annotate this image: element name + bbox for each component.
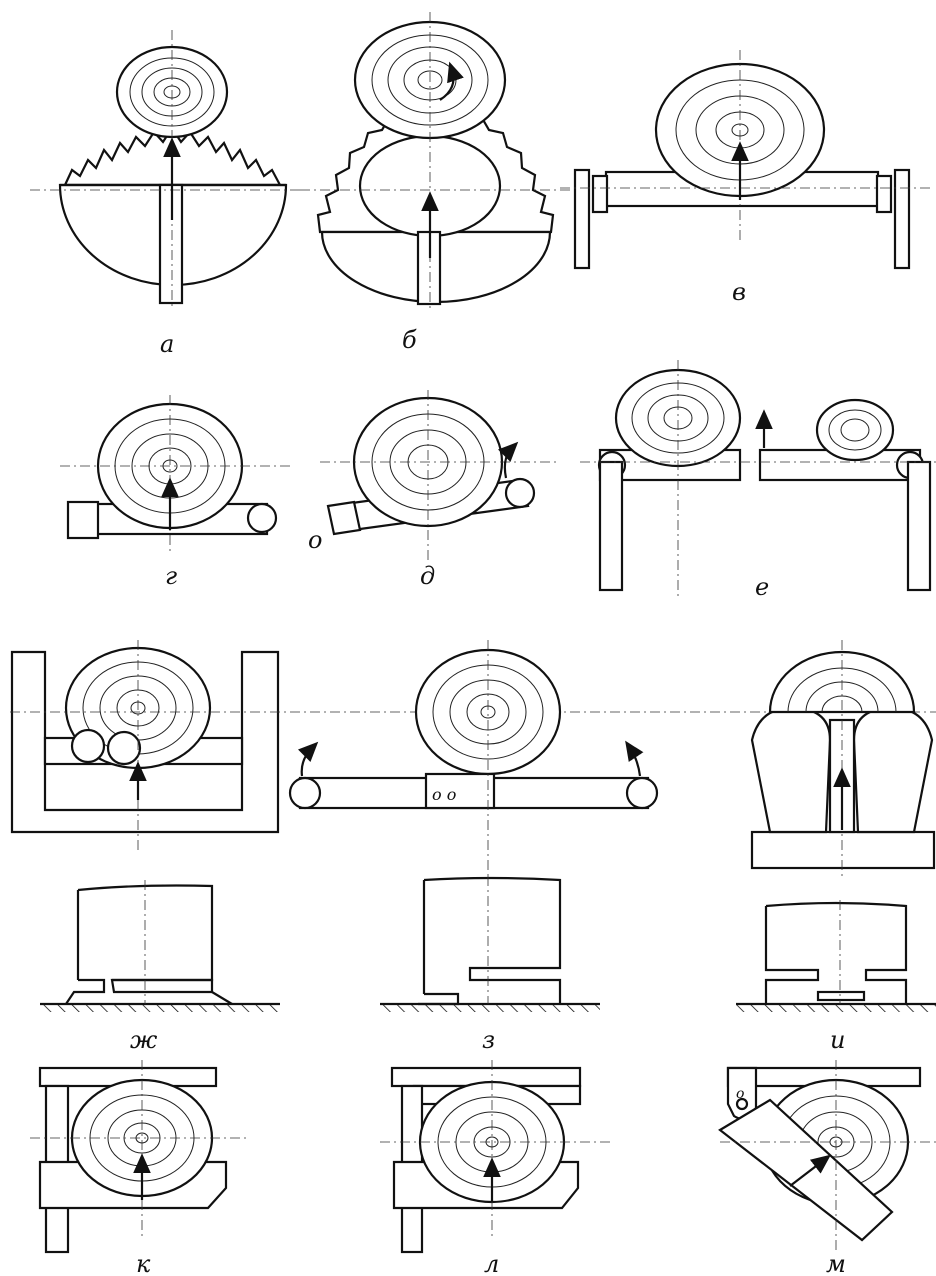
tilt-arrow-d — [498, 441, 519, 479]
panel-d: о д — [308, 390, 560, 590]
tilt-arrow-z-right — [625, 740, 644, 777]
panel-zh-mechanism — [10, 640, 936, 850]
panel-a: а — [30, 30, 300, 358]
pivot-hole-m — [735, 1097, 749, 1111]
label-a: а — [160, 330, 174, 358]
drive-block-d — [326, 500, 362, 536]
panel-e: е — [580, 360, 936, 601]
panel-i-mechanism — [750, 640, 936, 880]
tilt-arrow-z-left — [297, 741, 319, 777]
label-zh: ж — [130, 1026, 158, 1054]
flange-right-v — [875, 174, 893, 214]
u-frame-zh — [10, 650, 280, 834]
center-slot-i — [816, 990, 866, 1002]
feed-arrow-m — [789, 1154, 831, 1187]
panel-g: г — [60, 395, 290, 590]
swing-jaw-m — [718, 1098, 894, 1242]
post-left-e — [598, 460, 624, 592]
panel-m: о м — [718, 1060, 936, 1276]
pivot-label-z: о о — [432, 785, 456, 804]
lobe-right-i — [852, 706, 934, 834]
label-d: д — [420, 562, 435, 590]
rotation-arrow-b — [439, 61, 464, 101]
post-right-e — [906, 460, 932, 592]
log-small-e — [815, 398, 895, 462]
ground-zh — [40, 1004, 280, 1012]
label-k: к — [136, 1250, 151, 1276]
label-v: в — [732, 278, 746, 306]
label-e: е — [755, 573, 769, 601]
panel-k: к — [30, 1060, 250, 1276]
section-z: з — [380, 876, 600, 1054]
label-g: г — [165, 562, 177, 590]
label-i: и — [830, 1026, 845, 1054]
panel-l: л — [380, 1060, 610, 1276]
sprocket-d — [504, 477, 536, 509]
ground-i — [736, 1004, 936, 1012]
sprocket-g — [246, 502, 278, 534]
flange-left-v — [591, 174, 609, 214]
label-b: б — [402, 326, 417, 354]
panel-v: в — [560, 50, 930, 306]
label-l: л — [484, 1250, 499, 1276]
centering-block-z — [424, 772, 496, 810]
lobe-left-i — [750, 706, 832, 834]
panel-b: б — [300, 12, 570, 354]
drive-block-g — [66, 500, 100, 540]
pivot-label-m: о — [736, 1086, 744, 1102]
section-zh: ж — [40, 880, 280, 1054]
post-left-v — [573, 168, 591, 270]
label-m: м — [826, 1250, 846, 1276]
base-i — [750, 830, 936, 870]
pivot-label-d: о — [308, 526, 322, 554]
label-z: з — [482, 1026, 495, 1054]
section-i: и — [736, 900, 936, 1054]
panel-z-mechanism: о о — [288, 640, 659, 880]
ground-z — [380, 1004, 600, 1012]
post-right-v — [893, 168, 911, 270]
